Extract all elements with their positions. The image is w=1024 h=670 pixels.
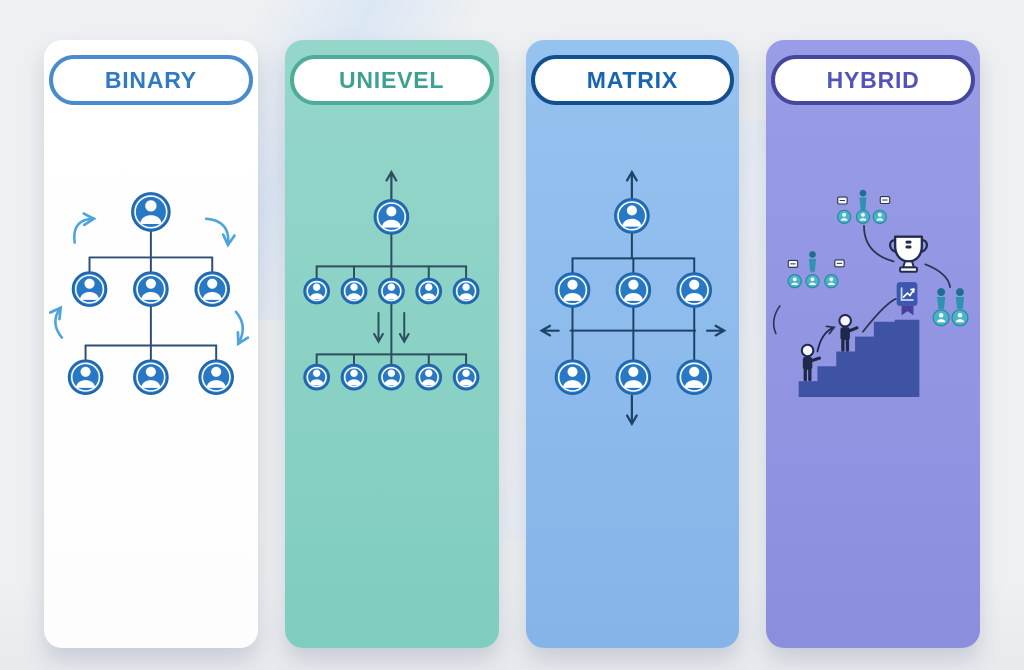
member-avatar — [554, 359, 590, 395]
binary-structure-diagram — [44, 108, 258, 648]
member-avatar — [856, 209, 871, 224]
climber-icon — [838, 314, 859, 352]
cycle-arrow-icon — [48, 305, 64, 339]
member-avatar — [615, 359, 651, 395]
connector-curve — [863, 224, 895, 263]
member-avatar — [932, 309, 950, 327]
award-ribbon-icon — [901, 305, 914, 316]
member-avatar — [837, 209, 852, 224]
member-avatar — [415, 277, 442, 305]
member-avatar — [340, 363, 368, 391]
connector-curve — [924, 263, 952, 289]
card-hybrid-title-pill: HYBRID — [771, 55, 975, 105]
member-avatar — [554, 272, 590, 308]
distributor-pair-icon — [932, 288, 969, 327]
card-unilevel-title: UNIEVEL — [338, 66, 445, 93]
member-avatar — [133, 359, 169, 395]
member-avatar — [675, 359, 712, 395]
card-binary-title: BINARY — [104, 66, 197, 93]
promotion-arrow-icon — [816, 325, 837, 353]
member-avatar — [71, 271, 108, 307]
hybrid-structure-diagram — [766, 108, 980, 648]
member-avatar — [377, 277, 405, 305]
cycle-arrow-icon — [73, 212, 97, 244]
cycle-arrow-icon — [234, 310, 250, 347]
member-avatar — [377, 363, 405, 391]
growth-chart-icon — [896, 282, 918, 306]
member-avatar — [194, 271, 231, 307]
climber-icon — [801, 343, 822, 382]
card-hybrid: HYBRID — [766, 40, 980, 648]
member-avatar — [340, 277, 368, 305]
trophy-icon — [889, 235, 929, 273]
member-avatar — [415, 363, 442, 391]
connector-curve — [862, 298, 897, 333]
member-avatar — [131, 192, 171, 232]
member-avatar — [452, 363, 480, 391]
member-avatar — [951, 309, 969, 327]
member-avatar — [675, 272, 712, 308]
card-matrix: MATRIX — [525, 40, 740, 648]
member-avatar — [615, 272, 651, 308]
member-avatar — [824, 274, 839, 289]
member-avatar — [872, 209, 888, 224]
card-binary: BINARY — [44, 40, 258, 648]
matrix-structure-diagram — [526, 108, 740, 648]
connector-curve — [773, 305, 781, 335]
member-avatar — [133, 271, 169, 307]
member-avatar — [805, 274, 820, 289]
unilevel-structure-diagram — [285, 108, 499, 648]
card-unilevel: UNIEVEL — [284, 40, 499, 648]
member-avatar — [198, 359, 234, 395]
member-avatar — [303, 277, 330, 305]
member-avatar — [67, 359, 104, 395]
plan-cards-row: BINARY — [44, 40, 980, 648]
card-unilevel-title-pill: UNIEVEL — [289, 55, 494, 105]
team-group-icon — [787, 251, 845, 289]
cycle-arrow-icon — [205, 217, 236, 248]
team-group-icon — [837, 189, 891, 224]
member-avatar — [373, 199, 409, 235]
card-matrix-title: MATRIX — [586, 66, 678, 93]
card-binary-title-pill: BINARY — [49, 55, 253, 105]
member-avatar — [787, 274, 803, 289]
member-avatar — [303, 363, 330, 391]
card-matrix-title-pill: MATRIX — [530, 55, 735, 105]
member-avatar — [613, 198, 650, 234]
staircase — [798, 319, 920, 397]
card-hybrid-title: HYBRID — [826, 66, 920, 93]
member-avatar — [452, 277, 480, 305]
